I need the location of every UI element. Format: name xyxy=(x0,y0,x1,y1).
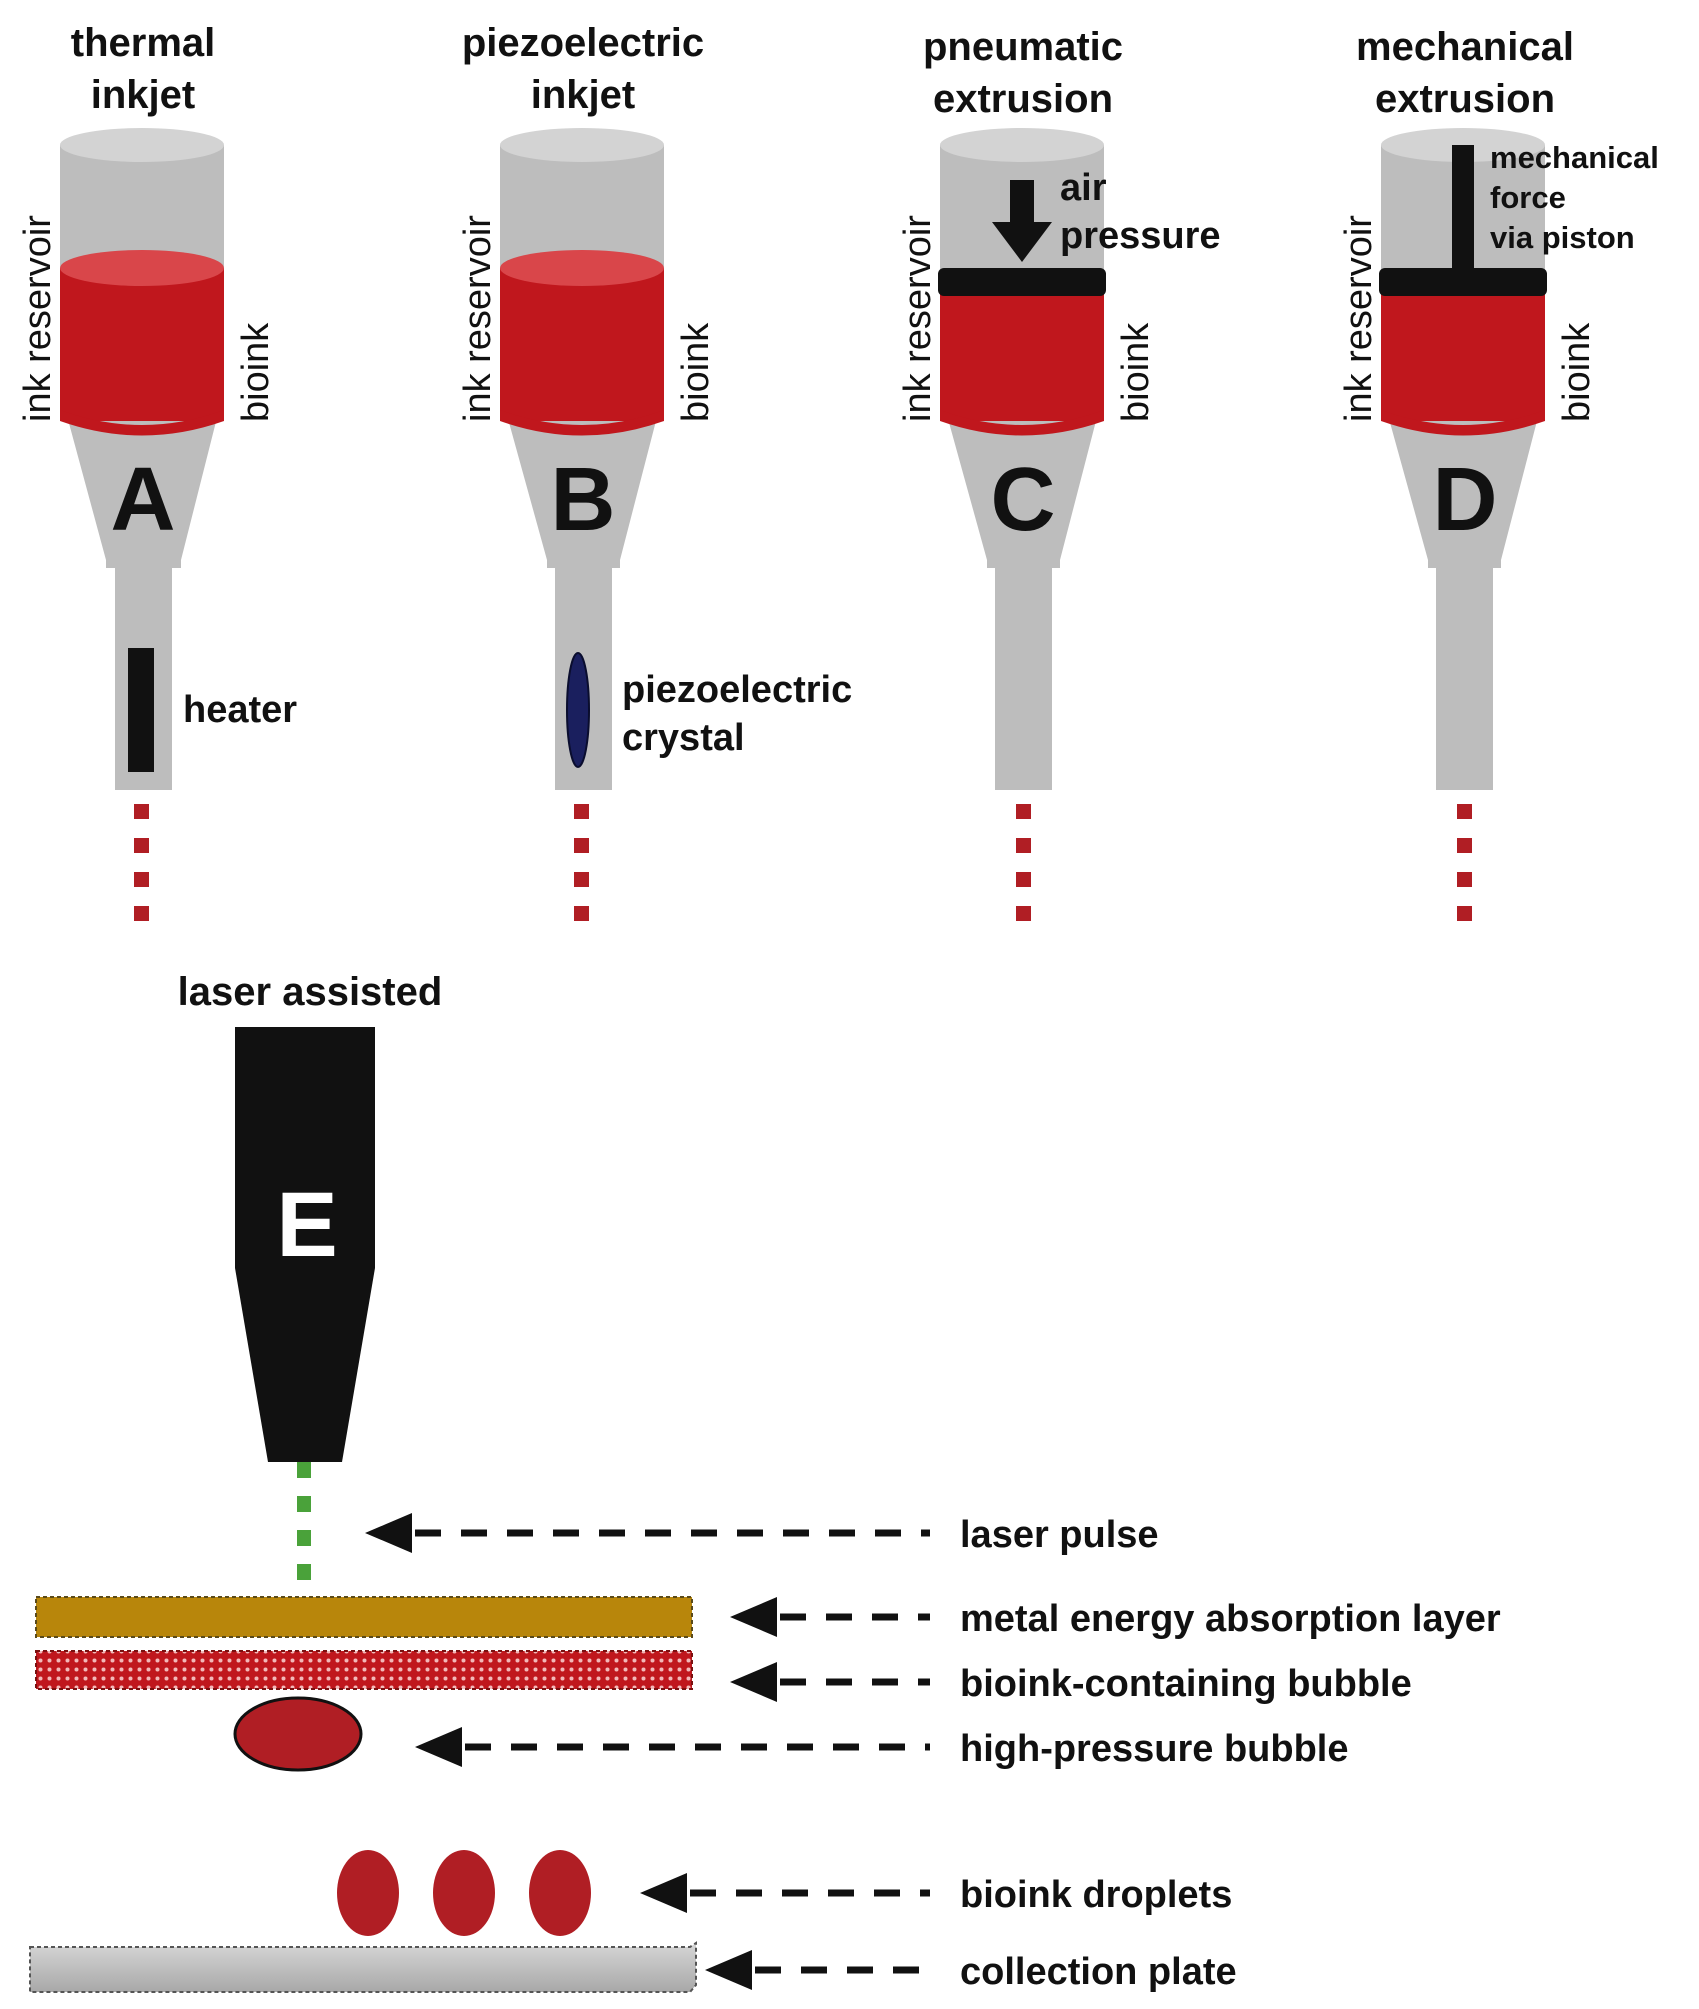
printhead-b-bioink-top xyxy=(500,250,664,286)
printhead-b-left-label: ink reservoir xyxy=(457,215,499,422)
laser-head xyxy=(235,1027,375,1462)
arrow-high-pressure xyxy=(415,1727,930,1767)
crystal-label-2: crystal xyxy=(622,717,745,759)
printhead-a-bioink xyxy=(60,268,224,421)
printhead-c-bioink xyxy=(940,290,1104,421)
printhead-d-dots xyxy=(1457,804,1472,921)
label-high-pressure: high-pressure bubble xyxy=(960,1728,1348,1770)
droplet-3 xyxy=(529,1850,591,1936)
printhead-d-left-label: ink reservoir xyxy=(1338,215,1380,422)
printhead-d-title-2: extrusion xyxy=(1375,77,1555,121)
printhead-d: mechanical extrusion mechanical force vi… xyxy=(1338,25,1659,921)
crystal-label-1: piezoelectric xyxy=(622,669,852,711)
label-laser-pulse: laser pulse xyxy=(960,1514,1159,1556)
piston-icon xyxy=(1452,145,1474,275)
high-pressure-bubble xyxy=(233,1696,363,1772)
label-plate: collection plate xyxy=(960,1951,1237,1993)
printhead-d-bioink xyxy=(1381,290,1545,421)
printhead-b: piezoelectric inkjet B ink reservoir bio… xyxy=(457,21,852,921)
printhead-a-letter: A xyxy=(111,450,176,550)
printhead-a-dots xyxy=(134,804,149,921)
laser-title: laser assisted xyxy=(178,970,443,1014)
printhead-b-dots xyxy=(574,804,589,921)
printhead-b-right-label: bioink xyxy=(675,322,717,422)
arrow-plate xyxy=(705,1950,930,1990)
printhead-c-letter: C xyxy=(991,450,1056,550)
air-label: air xyxy=(1060,167,1107,209)
piston-label-2: force xyxy=(1490,180,1566,215)
printhead-c: pneumatic extrusion air pressure C ink r… xyxy=(897,25,1221,921)
printhead-b-cap xyxy=(500,128,664,162)
printhead-d-title-1: mechanical xyxy=(1356,25,1574,69)
heater-icon xyxy=(128,648,154,772)
printhead-a-cap xyxy=(60,128,224,162)
arrow-bubble-layer xyxy=(730,1662,930,1702)
printhead-a-left-label: ink reservoir xyxy=(17,215,59,422)
printhead-b-letter: B xyxy=(551,450,616,550)
piston-label-3: via piston xyxy=(1490,220,1635,255)
pressure-label: pressure xyxy=(1060,215,1221,257)
printhead-c-right-label: bioink xyxy=(1115,322,1157,422)
arrow-droplets xyxy=(640,1873,930,1913)
arrow-laser-pulse xyxy=(365,1513,930,1553)
printhead-c-title-1: pneumatic xyxy=(923,25,1123,69)
arrow-metal-layer xyxy=(730,1597,930,1637)
collection-plate xyxy=(29,1941,697,1993)
printhead-d-piston-plate xyxy=(1379,268,1547,296)
droplet-1 xyxy=(337,1850,399,1936)
droplet-2 xyxy=(433,1850,495,1936)
piston-label-1: mechanical xyxy=(1490,140,1659,175)
air-arrow-icon xyxy=(992,180,1052,262)
printhead-a-title-2: inkjet xyxy=(91,73,195,117)
laser-letter: E xyxy=(276,1174,337,1276)
laser-beam xyxy=(297,1462,311,1580)
printhead-a-right-label: bioink xyxy=(235,322,277,422)
crystal-icon xyxy=(566,652,590,768)
metal-layer xyxy=(35,1596,693,1638)
printhead-d-right-label: bioink xyxy=(1556,322,1598,422)
printhead-d-letter: D xyxy=(1433,450,1498,550)
label-bubble-layer: bioink-containing bubble xyxy=(960,1663,1412,1705)
laser-assisted: laser assisted E laser pulse xyxy=(29,970,1501,1993)
printhead-c-piston-plate xyxy=(938,268,1106,296)
label-droplets: bioink droplets xyxy=(960,1874,1232,1916)
heater-label: heater xyxy=(183,689,297,731)
printhead-b-bioink xyxy=(500,268,664,421)
printhead-a-title-1: thermal xyxy=(71,21,216,65)
printhead-a-bioink-top xyxy=(60,250,224,286)
printhead-c-cap xyxy=(940,128,1104,162)
printhead-c-title-2: extrusion xyxy=(933,77,1113,121)
printhead-b-title-1: piezoelectric xyxy=(462,21,704,65)
printhead-a: thermal inkjet A ink reservoir bioink he… xyxy=(17,21,297,921)
label-metal-layer: metal energy absorption layer xyxy=(960,1598,1501,1640)
bioink-bubble-layer xyxy=(35,1650,693,1690)
printhead-b-title-2: inkjet xyxy=(531,73,635,117)
printhead-c-left-label: ink reservoir xyxy=(897,215,939,422)
printhead-c-dots xyxy=(1016,804,1031,921)
